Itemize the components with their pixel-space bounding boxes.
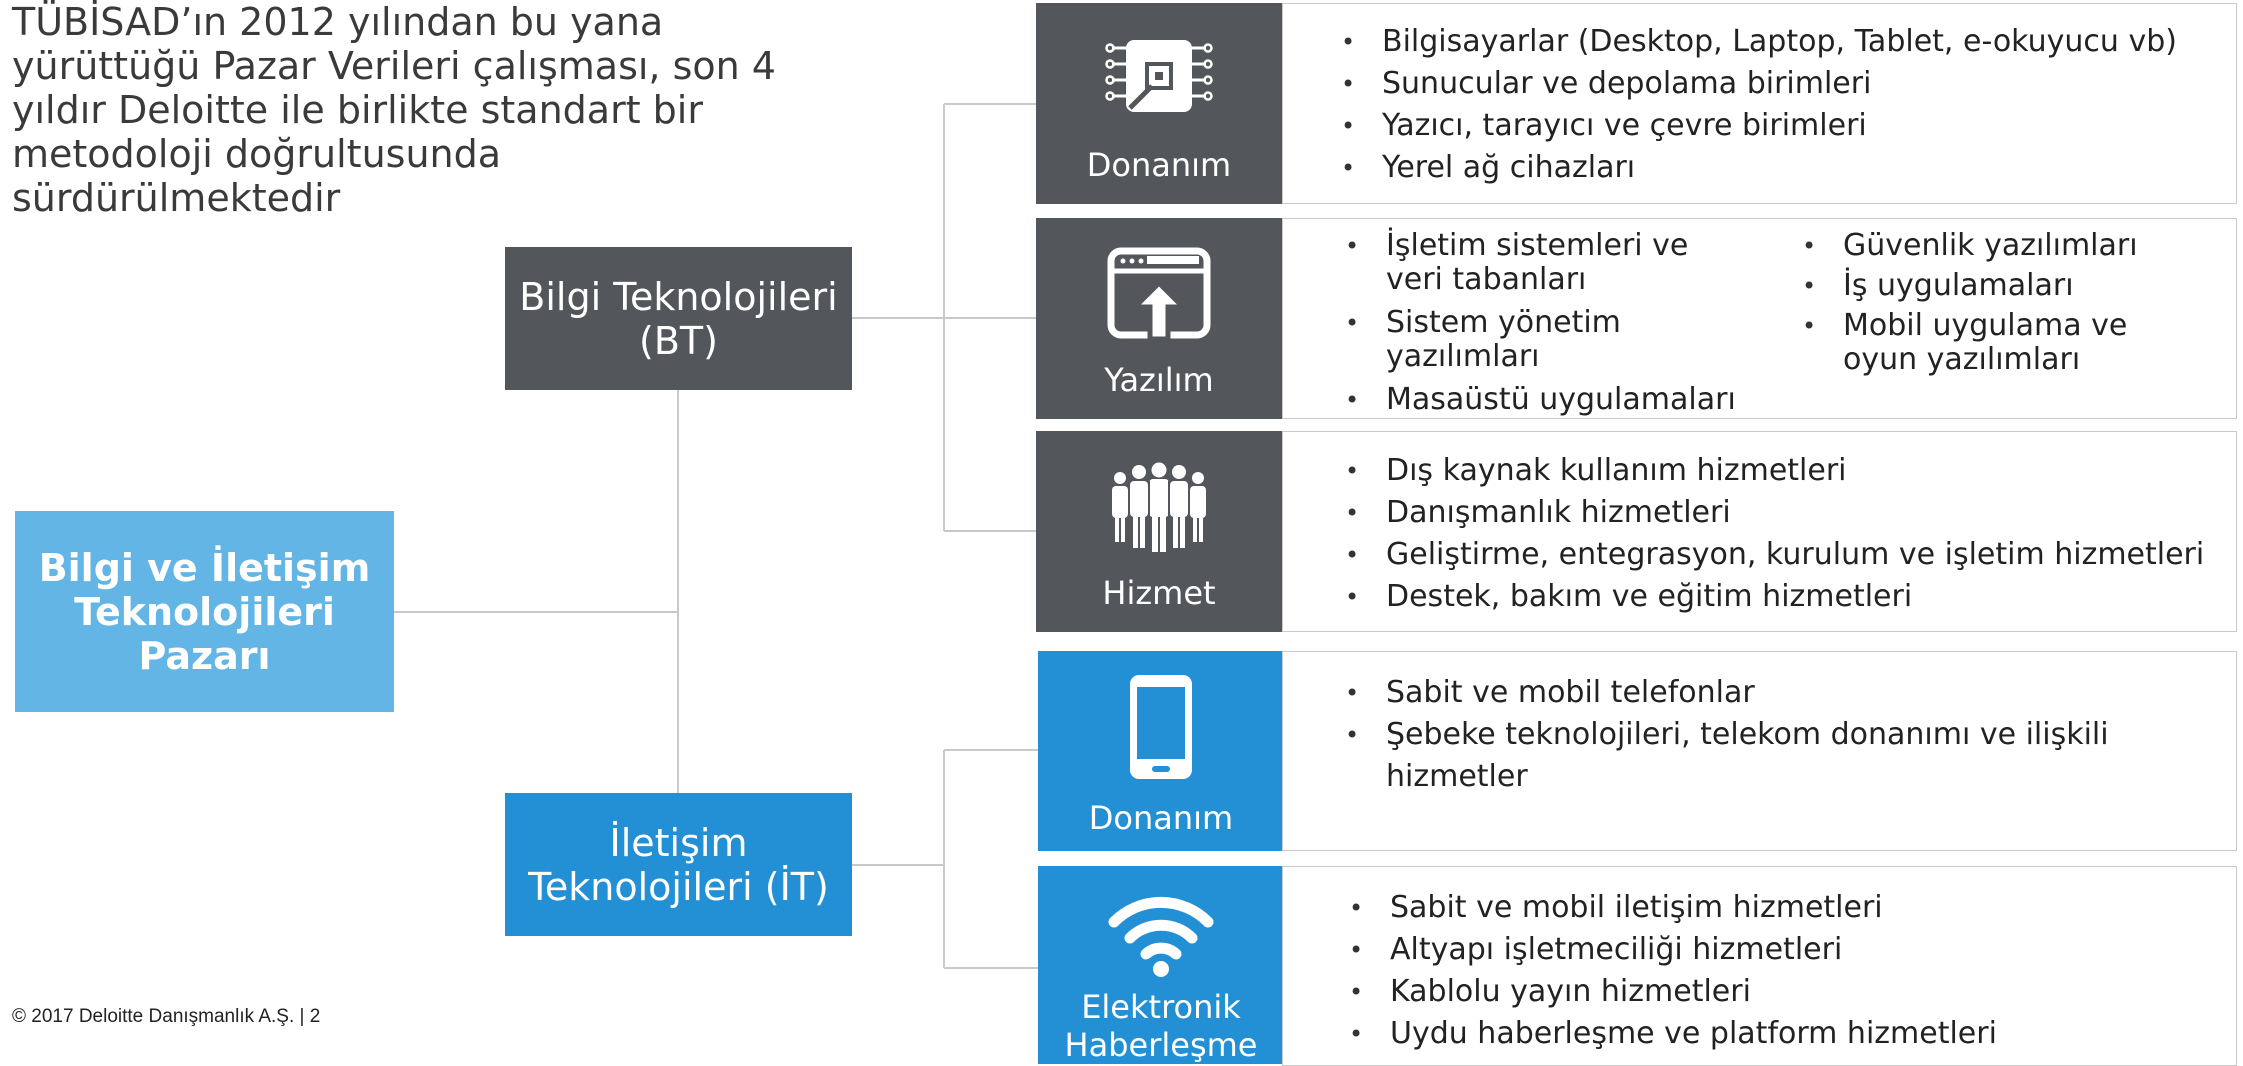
list-item: İş uygulamaları: [1802, 269, 2162, 304]
it-label-line2: Teknolojileri (İT): [528, 864, 829, 909]
list-item: Kablolu yayın hizmetleri: [1349, 971, 2236, 1013]
list-item: Şebeke teknolojileri, telekom donanımı v…: [1345, 714, 2236, 798]
it-haberlesme-label-line2: Haberleşme: [1064, 1026, 1258, 1064]
bt-hizmet-panel: Dış kaynak kullanım hizmetleri Danışmanl…: [1282, 431, 2237, 632]
it-donanim-label: Donanım: [1088, 799, 1234, 837]
software-upload-icon: [1107, 247, 1211, 339]
bt-label-line1: Bilgi Teknolojileri: [519, 274, 838, 319]
bt-hizmet-category: Hizmet: [1036, 431, 1282, 632]
it-node: İletişim Teknolojileri (İT): [505, 793, 852, 936]
bt-yazilim-category: Yazılım: [1036, 218, 1282, 419]
bt-node: Bilgi Teknolojileri (BT): [505, 247, 852, 390]
list-item: Danışmanlık hizmetleri: [1345, 492, 2236, 534]
bt-yazilim-panel: İşletim sistemleri ve veri tabanları Sis…: [1282, 218, 2237, 419]
people-group-icon: [1112, 462, 1206, 552]
list-item: İşletim sistemleri ve veri tabanları: [1345, 229, 1726, 297]
bt-donanim-label: Donanım: [1086, 146, 1232, 184]
root-node: Bilgi ve İletişim Teknolojileri Pazarı: [15, 511, 394, 712]
list-item: Masaüstü uygulamaları: [1345, 383, 1802, 418]
it-haberlesme-category: Elektronik Haberleşme: [1038, 866, 1284, 1064]
list-item: Sunucular ve depolama birimleri: [1341, 63, 2236, 105]
list-item: Yazıcı, tarayıcı ve çevre birimleri: [1341, 105, 2236, 147]
it-haberlesme-label-line1: Elektronik: [1081, 988, 1241, 1026]
bt-hizmet-label: Hizmet: [1102, 574, 1216, 612]
chip-icon: [1105, 40, 1213, 112]
it-donanim-category: Donanım: [1038, 651, 1284, 851]
it-donanim-panel: Sabit ve mobil telefonlar Şebeke teknolo…: [1282, 651, 2237, 851]
list-item: Uydu haberleşme ve platform hizmetleri: [1349, 1013, 2236, 1055]
list-item: Güvenlik yazılımları: [1802, 229, 2162, 264]
list-item: Dış kaynak kullanım hizmetleri: [1345, 450, 2236, 492]
bt-donanim-category: Donanım: [1036, 3, 1282, 204]
list-item: Yerel ağ cihazları: [1341, 147, 2236, 189]
bt-label-line2: (BT): [639, 318, 718, 363]
it-haberlesme-panel: Sabit ve mobil iletişim hizmetleri Altya…: [1282, 866, 2237, 1066]
intro-text: TÜBİSAD’ın 2012 yılından bu yana yürüttü…: [12, 0, 776, 220]
bt-yazilim-label: Yazılım: [1104, 361, 1214, 399]
list-item: Destek, bakım ve eğitim hizmetleri: [1345, 576, 2236, 618]
wifi-icon: [1108, 896, 1214, 977]
list-item: Sabit ve mobil telefonlar: [1345, 672, 2236, 714]
bt-donanim-panel: Bilgisayarlar (Desktop, Laptop, Tablet, …: [1282, 3, 2237, 204]
smartphone-icon: [1130, 675, 1192, 779]
list-item: Geliştirme, entegrasyon, kurulum ve işle…: [1345, 534, 2236, 576]
list-item: Sabit ve mobil iletişim hizmetleri: [1349, 887, 2236, 929]
list-item: Mobil uygulama ve oyun yazılımları: [1802, 309, 2143, 377]
footer-copyright: © 2017 Deloitte Danışmanlık A.Ş. | 2: [12, 1006, 321, 1027]
it-label-line1: İletişim: [609, 820, 748, 865]
list-item: Sistem yönetim yazılımları: [1345, 306, 1686, 374]
list-item: Altyapı işletmeciliği hizmetleri: [1349, 929, 2236, 971]
root-label: Bilgi ve İletişim Teknolojileri Pazarı: [38, 545, 371, 678]
list-item: Bilgisayarlar (Desktop, Laptop, Tablet, …: [1341, 21, 2236, 63]
